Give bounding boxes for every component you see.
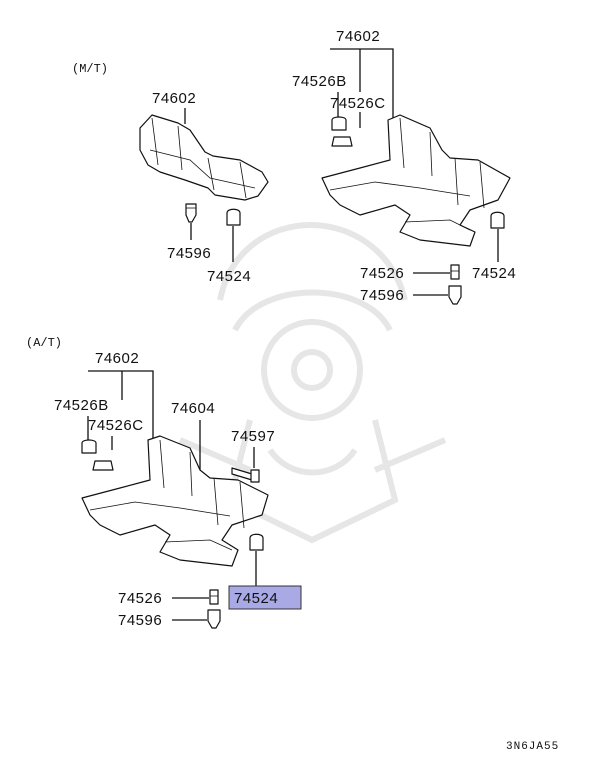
label-74596-mt-left: 74596	[167, 245, 211, 262]
label-74526c-mt-right: 74526C	[330, 95, 386, 112]
label-74602-mt-right: 74602	[336, 28, 380, 45]
label-74524-at[interactable]: 74524	[234, 590, 278, 607]
nut-74524-mt-left	[226, 208, 241, 226]
clip-74596-mt-right	[448, 285, 462, 305]
label-74526b-mt-right: 74526B	[292, 73, 347, 90]
undercover-mt-left	[139, 114, 269, 201]
label-74526-mt-right: 74526	[360, 265, 404, 282]
label-74596-mt-right: 74596	[360, 287, 404, 304]
undercover-mt-right	[321, 114, 511, 247]
nut-74524-at	[249, 533, 264, 551]
label-74524-mt-right: 74524	[472, 265, 516, 282]
nut-74524-mt-right	[490, 211, 505, 229]
watermark-logo-icon	[178, 222, 447, 544]
label-74526b-at: 74526B	[54, 397, 109, 414]
section-label-at: (A/T)	[26, 336, 62, 350]
label-74524-mt-left: 74524	[207, 268, 251, 285]
label-74602-mt-left: 74602	[152, 90, 196, 107]
section-label-mt: (M/T)	[72, 62, 108, 76]
diagram-reference-code: 3N6JA55	[506, 741, 559, 753]
highlight-box-74524-at[interactable]	[228, 585, 302, 610]
clip-74596-mt-left	[185, 203, 197, 223]
clip-74596-at	[207, 609, 221, 629]
label-74526-at: 74526	[118, 590, 162, 607]
grommet-74526c-at	[92, 460, 114, 471]
undercover-at	[81, 435, 269, 567]
label-74604-at: 74604	[171, 400, 215, 417]
grommet-74526b-mt-right	[331, 116, 347, 131]
label-74597-at: 74597	[231, 428, 275, 445]
bolt-74526-mt-right	[450, 264, 460, 280]
label-74596-at: 74596	[118, 612, 162, 629]
grommet-74526b-at	[81, 439, 97, 454]
label-74602-at: 74602	[95, 350, 139, 367]
bolt-74526-at	[209, 589, 219, 605]
screw-74597-at	[231, 467, 260, 483]
label-74526c-at: 74526C	[88, 417, 144, 434]
grommet-74526c-mt-right	[331, 136, 353, 147]
